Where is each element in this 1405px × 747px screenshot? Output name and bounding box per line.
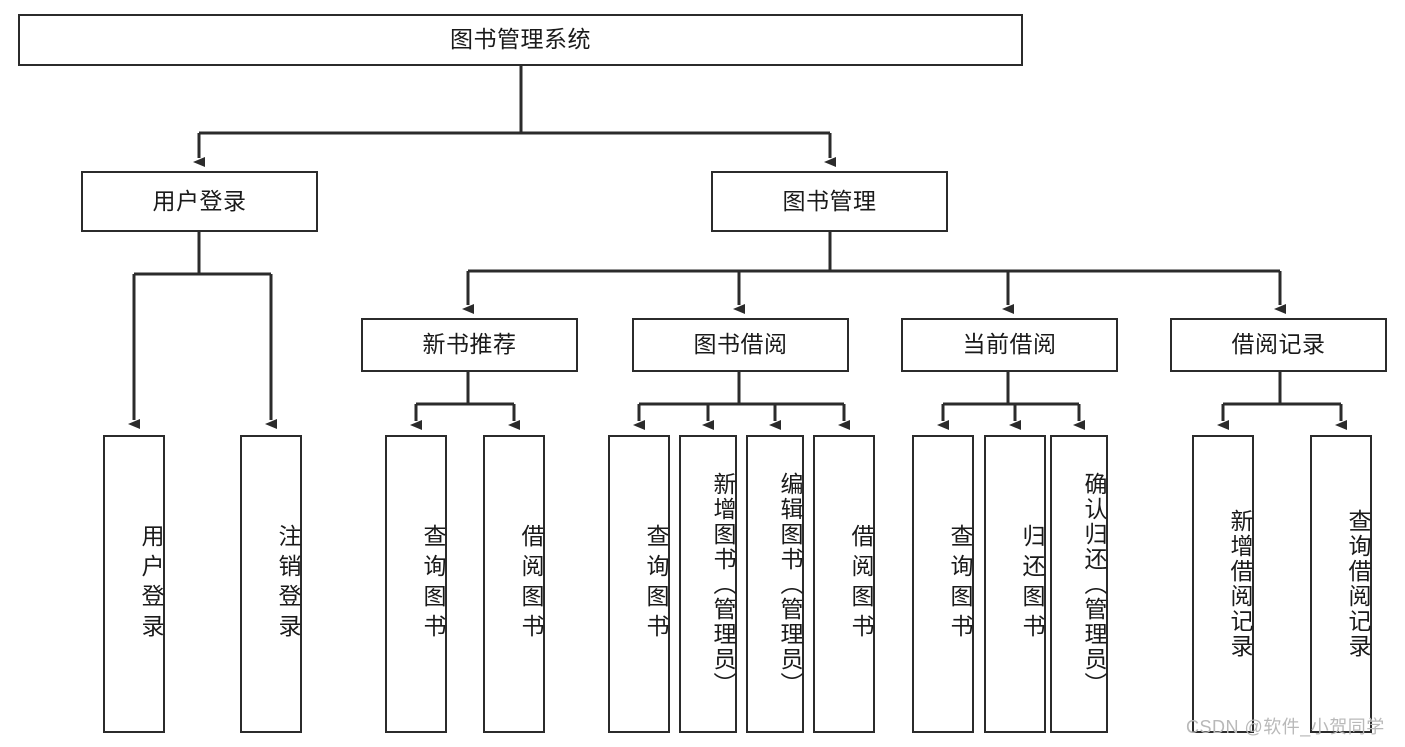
node-label: 编辑图书（管理员） bbox=[777, 471, 803, 697]
node-leaf-borrow-book-2[interactable]: 借阅图书 bbox=[813, 435, 875, 733]
node-user-login[interactable]: 用户登录 bbox=[81, 171, 318, 232]
node-label: 图书管理系统 bbox=[450, 26, 591, 53]
node-leaf-query-book-2[interactable]: 查询图书 bbox=[608, 435, 670, 733]
node-leaf-query-book-3[interactable]: 查询图书 bbox=[912, 435, 974, 733]
node-leaf-borrow-book-1[interactable]: 借阅图书 bbox=[483, 435, 545, 733]
node-label: 借阅记录 bbox=[1231, 331, 1326, 358]
node-label: 查询借阅记录 bbox=[1345, 509, 1371, 659]
node-label: 图书管理 bbox=[782, 187, 877, 214]
node-label: 借阅图书 bbox=[518, 524, 544, 644]
csdn-watermark: CSDN @软件_小贺同学 bbox=[1186, 717, 1385, 737]
node-label: 用户登录 bbox=[138, 524, 164, 644]
node-new-book-rec[interactable]: 新书推荐 bbox=[361, 318, 578, 372]
node-book-borrow[interactable]: 图书借阅 bbox=[632, 318, 849, 372]
node-leaf-confirm-return[interactable]: 确认归还（管理员） bbox=[1050, 435, 1108, 733]
node-label: 用户登录 bbox=[152, 187, 247, 214]
node-label: 注销登录 bbox=[275, 524, 301, 644]
node-leaf-add-book[interactable]: 新增图书（管理员） bbox=[679, 435, 737, 733]
node-leaf-edit-book[interactable]: 编辑图书（管理员） bbox=[746, 435, 804, 733]
node-leaf-user-login[interactable]: 用户登录 bbox=[103, 435, 165, 733]
node-label: 查询图书 bbox=[420, 524, 446, 644]
node-label: 借阅图书 bbox=[848, 524, 874, 644]
node-leaf-query-book-1[interactable]: 查询图书 bbox=[385, 435, 447, 733]
node-label: 查询图书 bbox=[947, 524, 973, 644]
node-borrow-record[interactable]: 借阅记录 bbox=[1170, 318, 1387, 372]
node-leaf-add-record[interactable]: 新增借阅记录 bbox=[1192, 435, 1254, 733]
node-label: 新增借阅记录 bbox=[1227, 509, 1253, 659]
node-label: 查询图书 bbox=[643, 524, 669, 644]
node-leaf-return-book[interactable]: 归还图书 bbox=[984, 435, 1046, 733]
node-label: 新增图书（管理员） bbox=[710, 471, 736, 697]
node-label: 图书借阅 bbox=[693, 331, 788, 358]
node-label: 确认归还（管理员） bbox=[1081, 471, 1107, 697]
node-root[interactable]: 图书管理系统 bbox=[18, 14, 1023, 66]
node-leaf-query-record[interactable]: 查询借阅记录 bbox=[1310, 435, 1372, 733]
node-leaf-logout[interactable]: 注销登录 bbox=[240, 435, 302, 733]
node-label: 新书推荐 bbox=[422, 331, 517, 358]
node-book-manage[interactable]: 图书管理 bbox=[711, 171, 948, 232]
node-current-borrow[interactable]: 当前借阅 bbox=[901, 318, 1118, 372]
node-label: 归还图书 bbox=[1019, 524, 1045, 644]
node-label: 当前借阅 bbox=[962, 331, 1057, 358]
